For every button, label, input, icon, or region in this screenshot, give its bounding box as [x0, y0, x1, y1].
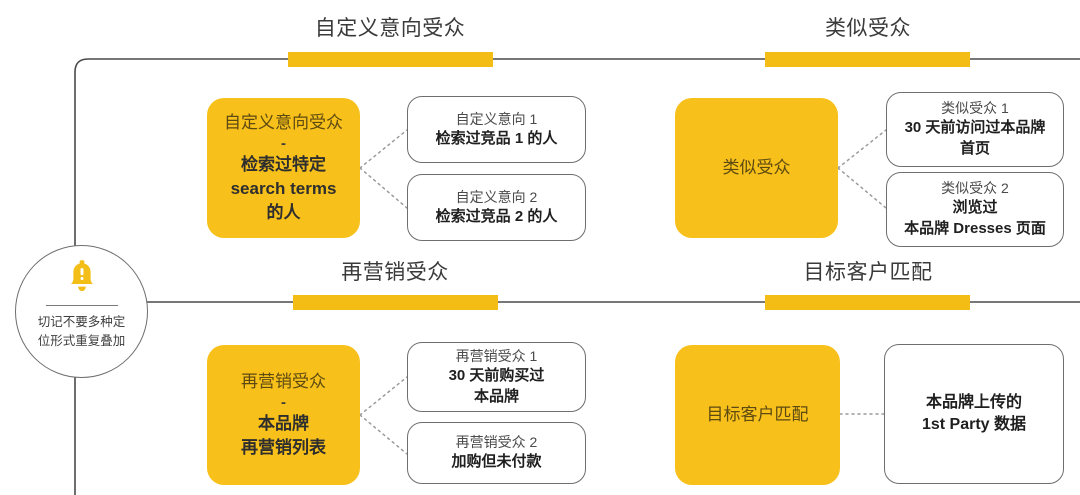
note-divider [45, 305, 118, 306]
main-box-similar-audience[interactable]: 类似受众 [675, 98, 838, 238]
main-box-remarketing-head: 再营销受众 [241, 371, 326, 391]
detail-card-remarketing-2-line1: 加购但未付款 [451, 453, 542, 471]
section-title-similar-audience: 类似受众 [825, 17, 911, 40]
detail-card-custom-intent-2-head: 自定义意向 2 [455, 188, 538, 205]
section-title-custom-intent: 自定义意向受众 [314, 17, 466, 40]
section-title-customer-match: 目标客户匹配 [803, 261, 933, 284]
detail-card-similar-audience-1-line1: 30 天前访问过本品牌 [904, 119, 1046, 137]
section-title-remarketing: 再营销受众 [341, 261, 449, 284]
main-box-custom-intent-line1: 检索过特定 [241, 154, 326, 174]
detail-card-remarketing-2[interactable]: 再营销受众 2 加购但未付款 [407, 422, 586, 484]
detail-card-custom-intent-2[interactable]: 自定义意向 2 检索过竞品 2 的人 [407, 174, 586, 241]
detail-card-customer-match-1-line1: 本品牌上传的 [925, 393, 1022, 411]
detail-card-remarketing-1-line2: 本品牌 [473, 387, 519, 405]
detail-card-similar-audience-2-head: 类似受众 2 [941, 180, 1009, 197]
main-box-custom-intent-line2: search terms [230, 179, 337, 198]
accent-bar-remarketing [293, 295, 498, 310]
detail-card-remarketing-1[interactable]: 再营销受众 1 30 天前购买过 本品牌 [407, 342, 586, 412]
main-box-similar-audience-head: 类似受众 [722, 157, 791, 177]
main-box-remarketing-line1: 本品牌 [258, 413, 309, 433]
detail-card-similar-audience-1-head: 类似受众 1 [941, 100, 1009, 117]
detail-card-similar-audience-2[interactable]: 类似受众 2 浏览过 本品牌 Dresses 页面 [886, 172, 1064, 247]
main-box-remarketing-line2: 再营销列表 [241, 438, 326, 458]
main-box-customer-match[interactable]: 目标客户匹配 [675, 345, 840, 485]
main-box-custom-intent-line3: 的人 [266, 203, 301, 223]
alert-bell-icon [65, 260, 99, 296]
main-box-custom-intent-head: 自定义意向受众 [224, 112, 343, 132]
main-box-custom-intent-dash: - [281, 134, 286, 152]
detail-card-similar-audience-1[interactable]: 类似受众 1 30 天前访问过本品牌 首页 [886, 92, 1064, 167]
detail-card-remarketing-2-head: 再营销受众 2 [455, 434, 538, 450]
detail-card-remarketing-1-line1: 30 天前购买过 [448, 366, 545, 384]
main-box-remarketing-dash: - [281, 393, 286, 411]
note-text: 切记不要多种定 位形式重复叠加 [28, 313, 136, 352]
detail-card-customer-match-1-line2: 1st Party 数据 [921, 416, 1027, 433]
main-box-customer-match-head: 目标客户匹配 [706, 404, 809, 424]
accent-bar-similar-audience [765, 52, 970, 67]
detail-card-similar-audience-1-line2: 首页 [959, 140, 990, 158]
detail-card-customer-match-1[interactable]: 本品牌上传的 1st Party 数据 [884, 344, 1064, 484]
detail-card-custom-intent-1-head: 自定义意向 1 [455, 110, 538, 127]
detail-card-similar-audience-2-line1: 浏览过 [952, 199, 998, 217]
note-text-line2: 位形式重复叠加 [37, 334, 126, 349]
accent-bar-custom-intent [288, 52, 493, 67]
main-box-remarketing[interactable]: 再营销受众 - 本品牌 再营销列表 [207, 345, 360, 485]
accent-bar-customer-match [765, 295, 970, 310]
note-text-line1: 切记不要多种定 [37, 315, 126, 329]
detail-card-remarketing-1-head: 再营销受众 1 [455, 347, 538, 364]
detail-card-custom-intent-2-line1: 检索过竞品 2 的人 [435, 207, 558, 225]
warning-note-callout: 切记不要多种定 位形式重复叠加 [15, 245, 148, 378]
detail-card-custom-intent-1-line1: 检索过竞品 1 的人 [435, 129, 558, 147]
detail-card-similar-audience-2-line2: 本品牌 Dresses 页面 [904, 220, 1046, 238]
main-box-custom-intent[interactable]: 自定义意向受众 - 检索过特定 search terms 的人 [207, 98, 360, 238]
detail-card-custom-intent-1[interactable]: 自定义意向 1 检索过竞品 1 的人 [407, 96, 586, 163]
